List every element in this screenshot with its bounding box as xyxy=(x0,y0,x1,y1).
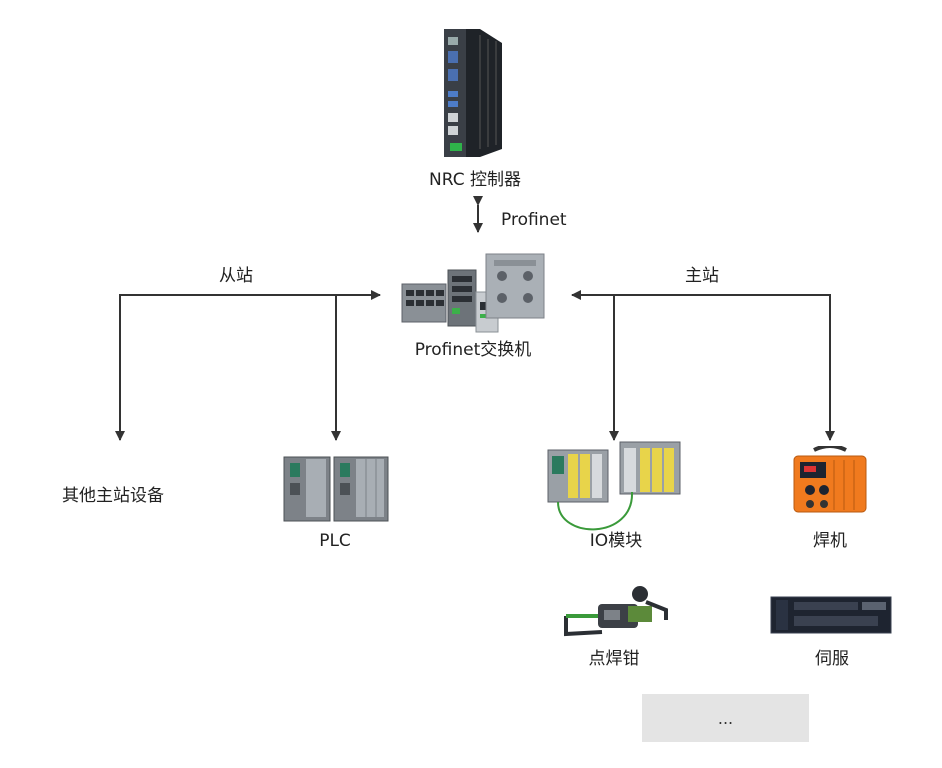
switch-device-image xyxy=(401,253,545,333)
protocol-label: Profinet xyxy=(501,210,567,230)
more-devices-label: ... xyxy=(717,708,734,728)
master-label: 主站 xyxy=(685,266,719,286)
switch-label: Profinet交换机 xyxy=(414,340,532,360)
spot-gun-label: 点焊钳 xyxy=(588,649,640,669)
io-module-label: IO模块 xyxy=(589,531,643,551)
servo-label: 伺服 xyxy=(815,649,849,669)
io-module-device-image xyxy=(547,441,681,531)
slave-label: 从站 xyxy=(219,266,253,286)
controller-device-image xyxy=(444,29,502,157)
welder-device-image xyxy=(793,446,867,513)
other-master-label: 其他主站设备 xyxy=(62,486,164,506)
controller-label: NRC 控制器 xyxy=(429,170,521,190)
spot-gun-device-image xyxy=(564,586,668,637)
plc-label: PLC xyxy=(319,531,351,551)
plc-device-image xyxy=(283,456,389,522)
more-devices-box: ... xyxy=(642,694,809,742)
servo-device-image xyxy=(770,596,892,634)
welder-label: 焊机 xyxy=(813,531,847,551)
